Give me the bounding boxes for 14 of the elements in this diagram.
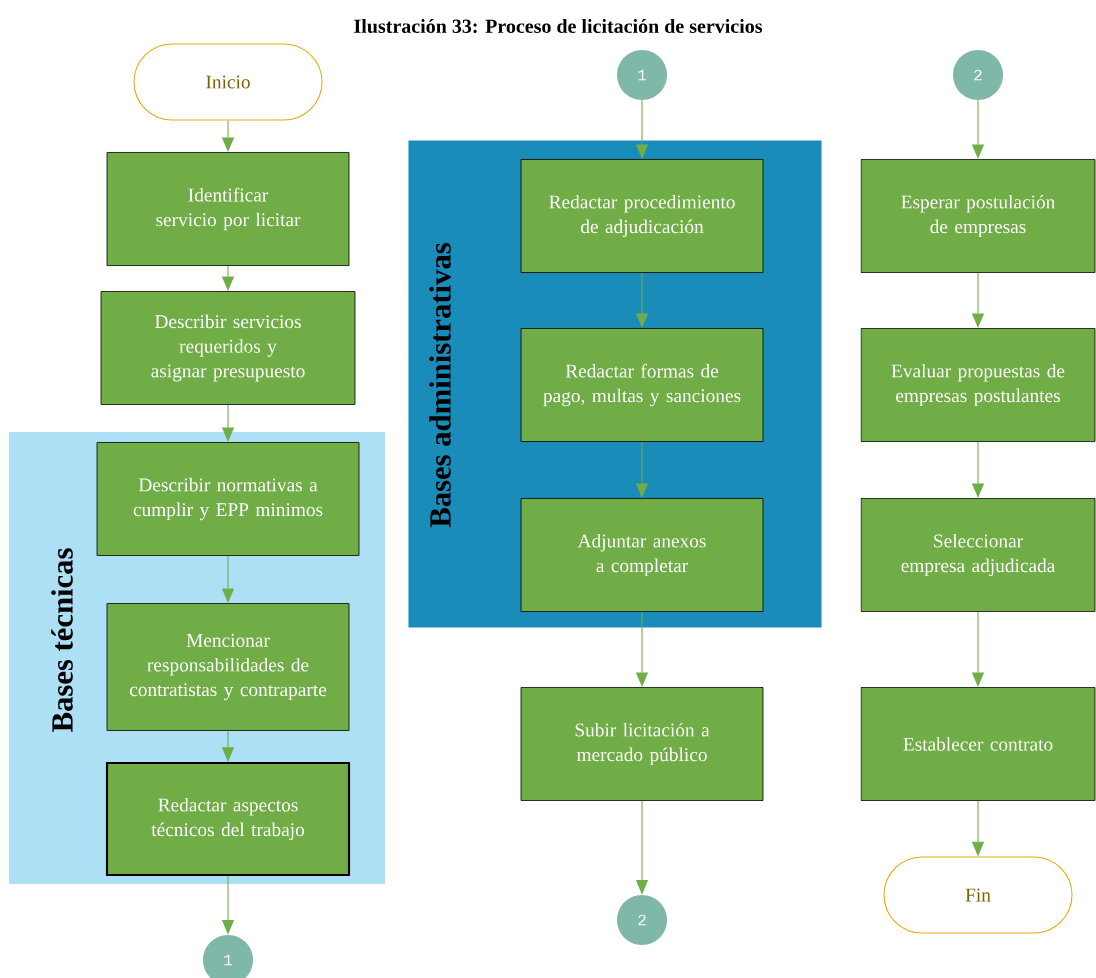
process-box: Adjuntar anexos a completar: [520, 498, 764, 612]
title: Ilustración 33: Proceso de licitación de servicios: [354, 18, 763, 34]
process-box: Subir licitación a mercado público: [520, 687, 764, 801]
process-box: Esperar postulación de empresas: [860, 159, 1096, 273]
process-box: Describir normativas a cumplir y EPP minimos: [96, 442, 360, 556]
process-box: Redactar formas de pago, multas y sanciones: [520, 328, 764, 442]
process-box: Describir servicios requeridos y asignar presupuesto: [100, 291, 356, 405]
process-box: Redactar procedimiento de adjudicación: [520, 159, 764, 273]
process-box: Establecer contrato: [860, 687, 1096, 801]
process-box: Seleccionar empresa adjudicada: [860, 498, 1096, 612]
process-box: Evaluar propuestas de empresas postulantes: [860, 328, 1096, 442]
process-box: Mencionar responsabilidades de contratistas y contraparte: [106, 603, 350, 731]
process-box: Identificar servicio por licitar: [106, 152, 350, 266]
process-box: Redactar aspectos técnicos del trabajo: [105, 761, 351, 877]
